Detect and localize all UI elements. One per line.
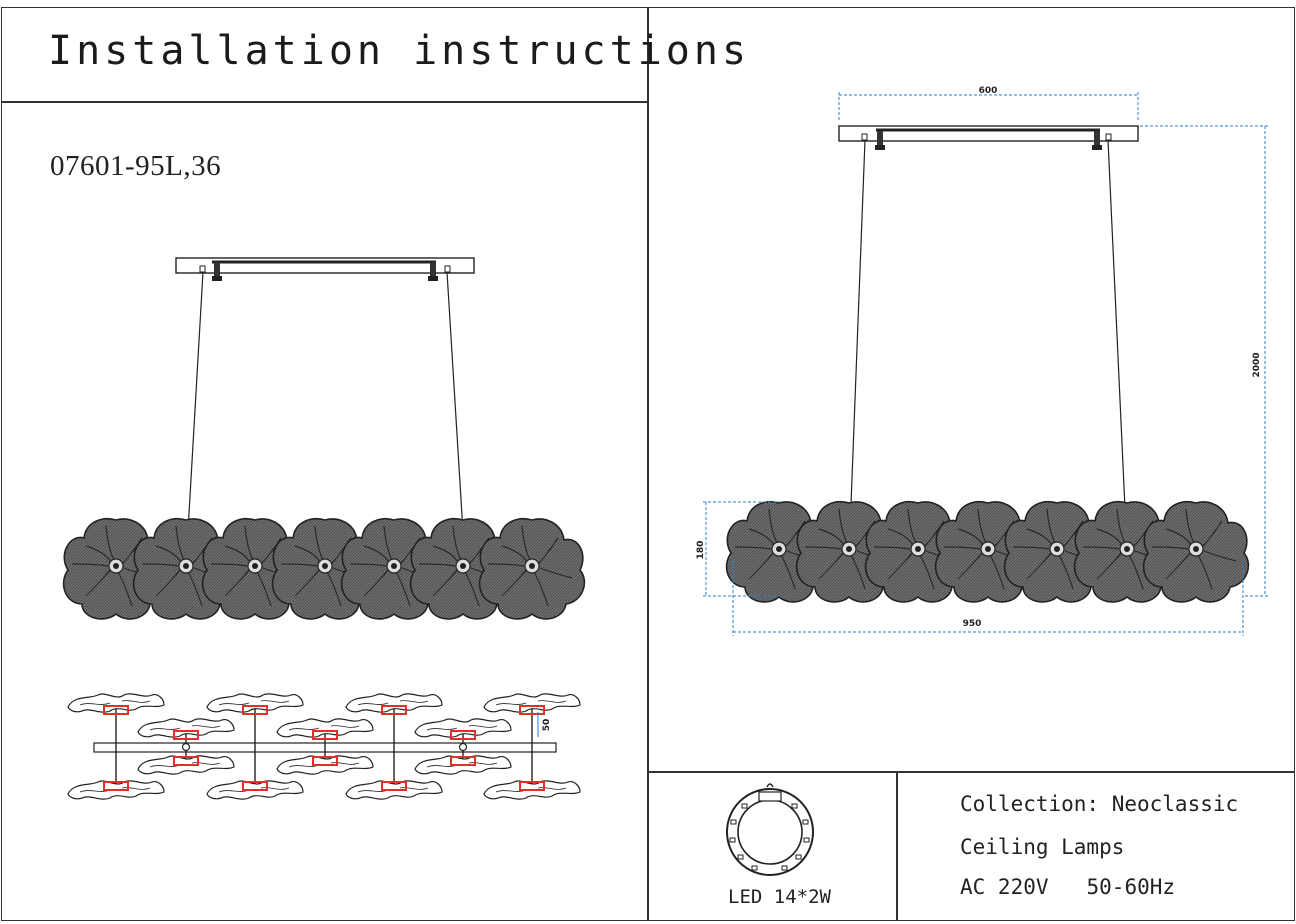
title-divider — [1, 101, 648, 103]
spec-column-divider — [896, 771, 898, 921]
dimensioned-view-drawing: 600 2000 180 950 — [696, 86, 1268, 636]
category-text: Ceiling Lamps — [960, 835, 1125, 859]
voltage-value: AC 220V — [960, 875, 1049, 899]
side-gap-label: 50 — [542, 719, 552, 732]
panel-divider — [647, 7, 649, 921]
spec-divider — [647, 771, 1295, 773]
height-label: 2000 — [1252, 352, 1262, 377]
total-width-label: 950 — [963, 619, 982, 629]
front-view-drawing — [62, 257, 586, 620]
led-spec: LED 14*2W — [728, 886, 831, 908]
voltage-text: AC 220V 50-60Hz — [960, 875, 1175, 899]
model-number: 07601-95L,36 — [50, 150, 222, 182]
side-view-drawing: 50 — [67, 693, 581, 800]
page-title: Installation instructions — [48, 28, 751, 74]
top-width-label: 600 — [979, 86, 998, 96]
collection-text: Collection: Neoclassic — [960, 792, 1239, 816]
shade-height-label: 180 — [696, 541, 706, 560]
frequency-value: 50-60Hz — [1086, 875, 1176, 899]
led-ring-icon — [726, 783, 814, 876]
